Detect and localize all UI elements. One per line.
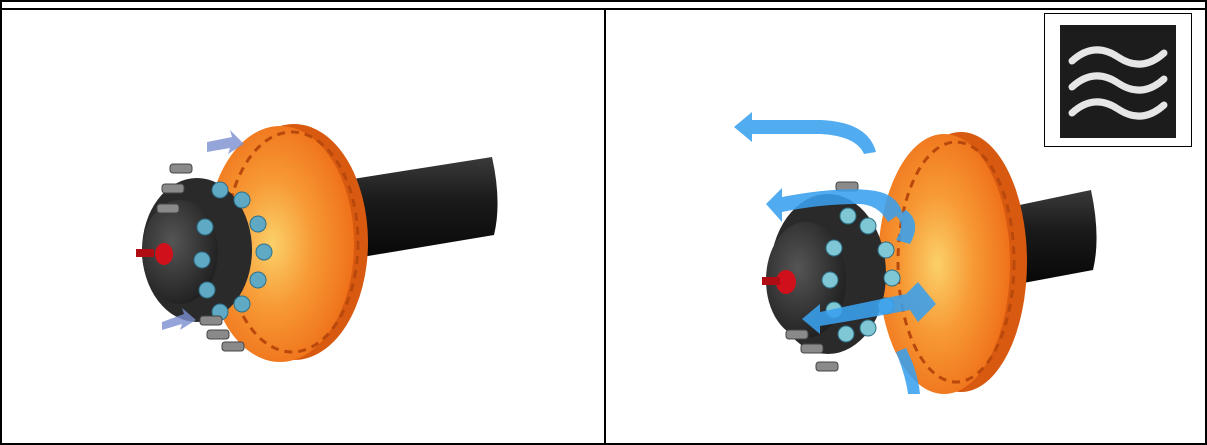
hub-center [155, 243, 173, 265]
wavy-lines-icon [1060, 25, 1176, 138]
table-top-row [0, 0, 1207, 10]
left-panel [2, 12, 604, 443]
brake-assembly-image-left [2, 12, 604, 443]
hub-pin [762, 277, 780, 285]
airflow-arrow-top [734, 112, 876, 154]
hub-pin [136, 249, 154, 257]
wavy-lines-icon-frame [1044, 13, 1192, 147]
